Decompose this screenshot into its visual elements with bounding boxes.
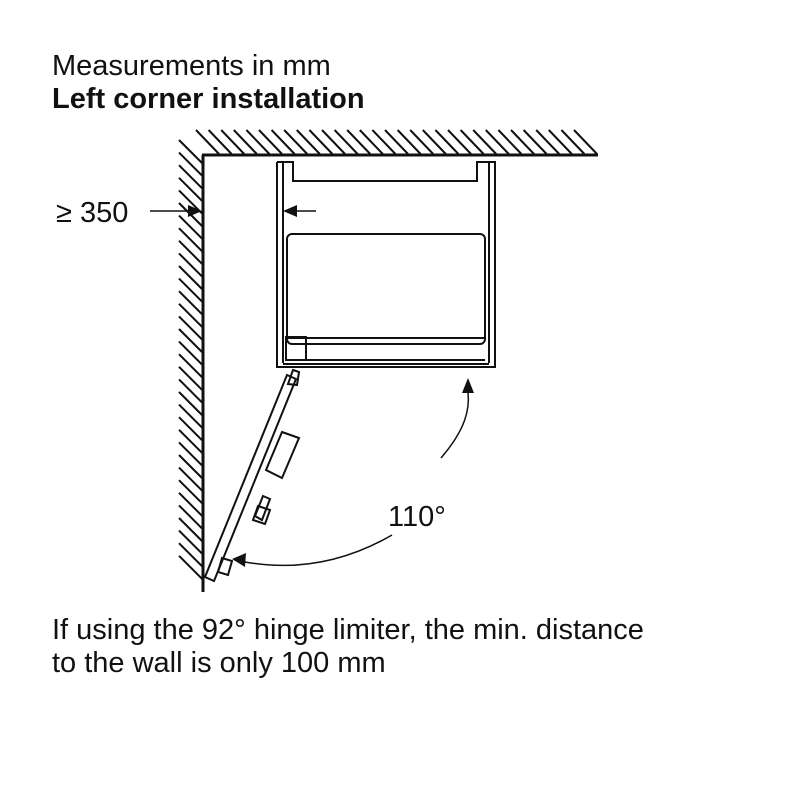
hatch-line [178, 290, 204, 316]
footnote-line-2: to the wall is only 100 mm [52, 647, 386, 679]
hatch-line [472, 129, 497, 155]
hatch-line [178, 164, 204, 190]
hatch-line [510, 129, 535, 155]
hatch-line [195, 129, 220, 155]
door-angle-label: 110° [388, 501, 446, 533]
swing-arc-upper [440, 391, 470, 459]
wall-hatching [178, 129, 598, 581]
hatch-line [270, 129, 296, 155]
hatch-line [178, 240, 204, 266]
hatch-line [560, 129, 586, 155]
arrowhead-up-icon [462, 378, 474, 393]
footnote-line-1: If using the 92° hinge limiter, the min.… [52, 614, 644, 646]
hatch-line [535, 129, 560, 155]
hatch-line [178, 555, 204, 581]
hatch-line [321, 129, 346, 155]
hatch-line [447, 129, 472, 155]
hatch-line [573, 129, 598, 155]
hatch-line [178, 214, 204, 241]
wall-distance-label: ≥ 350 [56, 197, 128, 229]
measurements-heading: Measurements in mm [52, 50, 331, 82]
hatch-line [178, 328, 204, 354]
hatch-line [308, 129, 334, 155]
hatch-line [178, 492, 204, 518]
hatch-line [396, 129, 422, 155]
hatch-line [178, 151, 204, 178]
hatch-line [178, 542, 204, 568]
hatch-line [220, 129, 245, 155]
hatch-line [409, 129, 434, 155]
hatch-line [384, 129, 409, 155]
hatch-line [346, 129, 371, 155]
hatch-line [178, 454, 204, 480]
arrowhead-left-icon [283, 205, 297, 217]
hatch-line [283, 129, 308, 155]
hatch-line [333, 129, 359, 155]
hatch-line [178, 303, 204, 329]
hatch-line [178, 517, 204, 543]
hatch-line [178, 277, 204, 304]
hatch-line [178, 252, 204, 279]
hatch-line [178, 378, 204, 405]
hatch-line [178, 177, 204, 203]
appliance-door [203, 368, 301, 583]
hatch-line [178, 504, 204, 531]
hatch-line [178, 403, 204, 430]
hatch-line [178, 265, 204, 291]
hatch-line [178, 139, 204, 165]
hatch-line [245, 129, 271, 155]
hatch-line [522, 129, 548, 155]
hatch-line [296, 129, 321, 155]
hatch-line [178, 315, 204, 342]
hatch-line [178, 227, 204, 253]
appliance-body [276, 161, 496, 368]
hatch-line [434, 129, 460, 155]
arrowhead-left-icon [232, 553, 246, 567]
hatch-line [178, 340, 204, 367]
arrowhead-right-icon [188, 205, 202, 217]
hatch-line [422, 129, 447, 155]
hatch-line [359, 129, 384, 155]
hatch-line [178, 429, 204, 455]
swing-arc-lower [244, 534, 393, 567]
hatch-line [178, 366, 204, 392]
hatch-line [178, 416, 204, 442]
hatch-line [497, 129, 523, 155]
hatch-line [548, 129, 573, 155]
installation-title: Left corner installation [52, 83, 365, 115]
hatch-line [371, 129, 397, 155]
hatch-line [459, 129, 485, 155]
hatch-line [178, 466, 204, 493]
hatch-line [485, 129, 510, 155]
hatch-line [233, 129, 258, 155]
hatch-line [178, 479, 204, 505]
hatch-line [178, 391, 204, 417]
hatch-line [207, 129, 233, 155]
hatch-line [178, 529, 204, 556]
hatch-line [258, 129, 283, 155]
hatch-line [178, 441, 204, 468]
hatch-line [178, 353, 204, 379]
